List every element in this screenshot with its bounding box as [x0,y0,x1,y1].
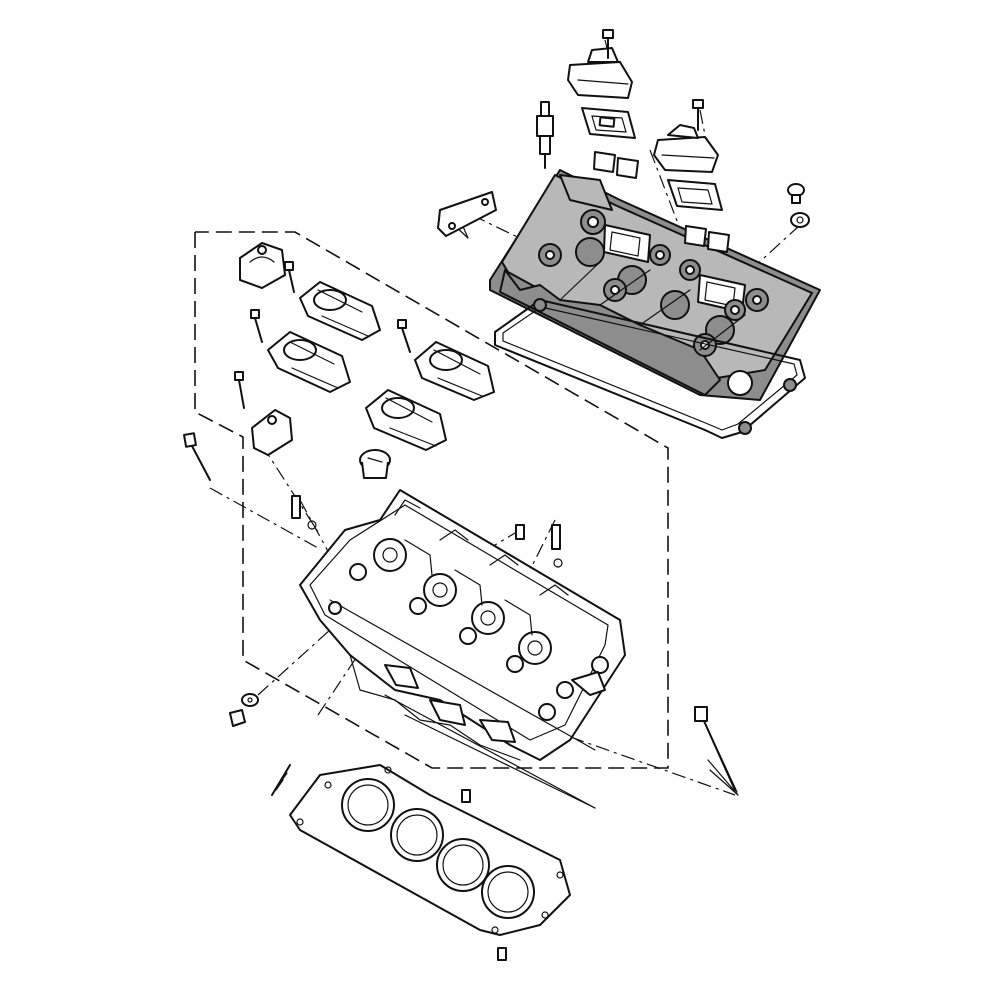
camshaft-cap-4 [365,389,447,451]
cover-bolt-1 [602,29,614,59]
assembly-group-outline [194,231,669,769]
camshaft-cap-1 [299,281,381,341]
camshaft-cap-lower-left [251,409,293,456]
valve-guide-bolts [291,495,563,568]
head-bolt-right [694,706,738,793]
oil-filler-plug [359,449,391,479]
camshaft-cap-top-left [239,242,286,289]
dowel-pins [461,789,507,961]
reed-valve-right [684,225,730,253]
head-gasket [289,764,571,936]
plug-bolt-washer [229,693,259,727]
cover-bolt-2 [692,99,704,131]
breather-cap-right [653,124,719,173]
spark-plug [536,101,554,169]
cylinder-head [299,489,626,761]
bracket [437,191,497,237]
reed-plate-right [667,179,723,211]
stud-bolt [271,764,291,796]
cover-gasket [494,298,806,439]
cap-bolts [234,261,411,409]
reed-plate-left [581,107,636,139]
grommet-bolt [787,183,810,228]
reed-valve-left [593,151,639,179]
camshaft-cap-3 [414,341,495,401]
camshaft-cap-2 [267,331,351,393]
cylinder-head-cover [489,169,821,401]
head-bolt-left [183,432,211,481]
breather-cap-left [567,47,633,99]
